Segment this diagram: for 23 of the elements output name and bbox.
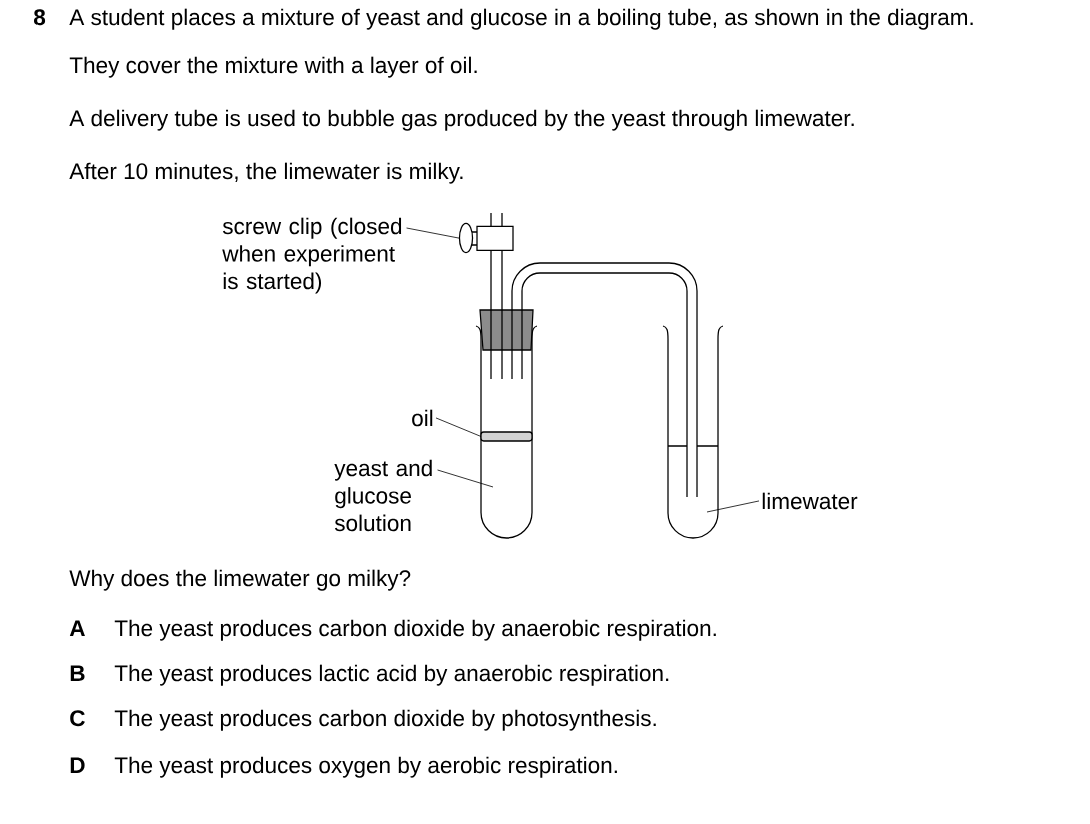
question-text: A student places a mixture of yeast and glucose in a boiling tube, as shown in the diagram. <box>69 8 973 30</box>
part-label: oil <box>412 409 433 427</box>
option-letter: A <box>69 620 85 636</box>
option-text: The yeast produces lactic acid by anaerobic respiration. <box>114 664 669 686</box>
part-label: screw clip (closed when experiment is started) <box>222 217 402 294</box>
screw-clip <box>458 222 514 254</box>
leader-line <box>437 469 494 488</box>
option-letter: C <box>70 710 85 727</box>
oil-layer <box>480 431 533 442</box>
question-text: After 10 minutes, the limewater is milky. <box>69 162 463 184</box>
question-number: 8 <box>34 9 46 26</box>
question-text: They cover the mixture with a layer of oil. <box>69 56 477 78</box>
question-text: A delivery tube is used to bubble gas produced by the yeast through limewater. <box>69 109 854 131</box>
question-text: Why does the limewater go milky? <box>69 569 411 591</box>
option-text: The yeast produces carbon dioxide by photosynthesis. <box>114 709 656 731</box>
part-label: limewater <box>762 492 858 510</box>
leader-line <box>706 500 760 513</box>
option-letter: B <box>70 665 85 681</box>
option-letter: D <box>70 757 85 773</box>
option-text: The yeast produces carbon dioxide by anaerobic respiration. <box>114 619 716 641</box>
option-text: The yeast produces oxygen by aerobic respiration. <box>114 756 617 778</box>
part-label: yeast and glucose solution <box>334 459 432 532</box>
leader-line <box>435 417 482 437</box>
